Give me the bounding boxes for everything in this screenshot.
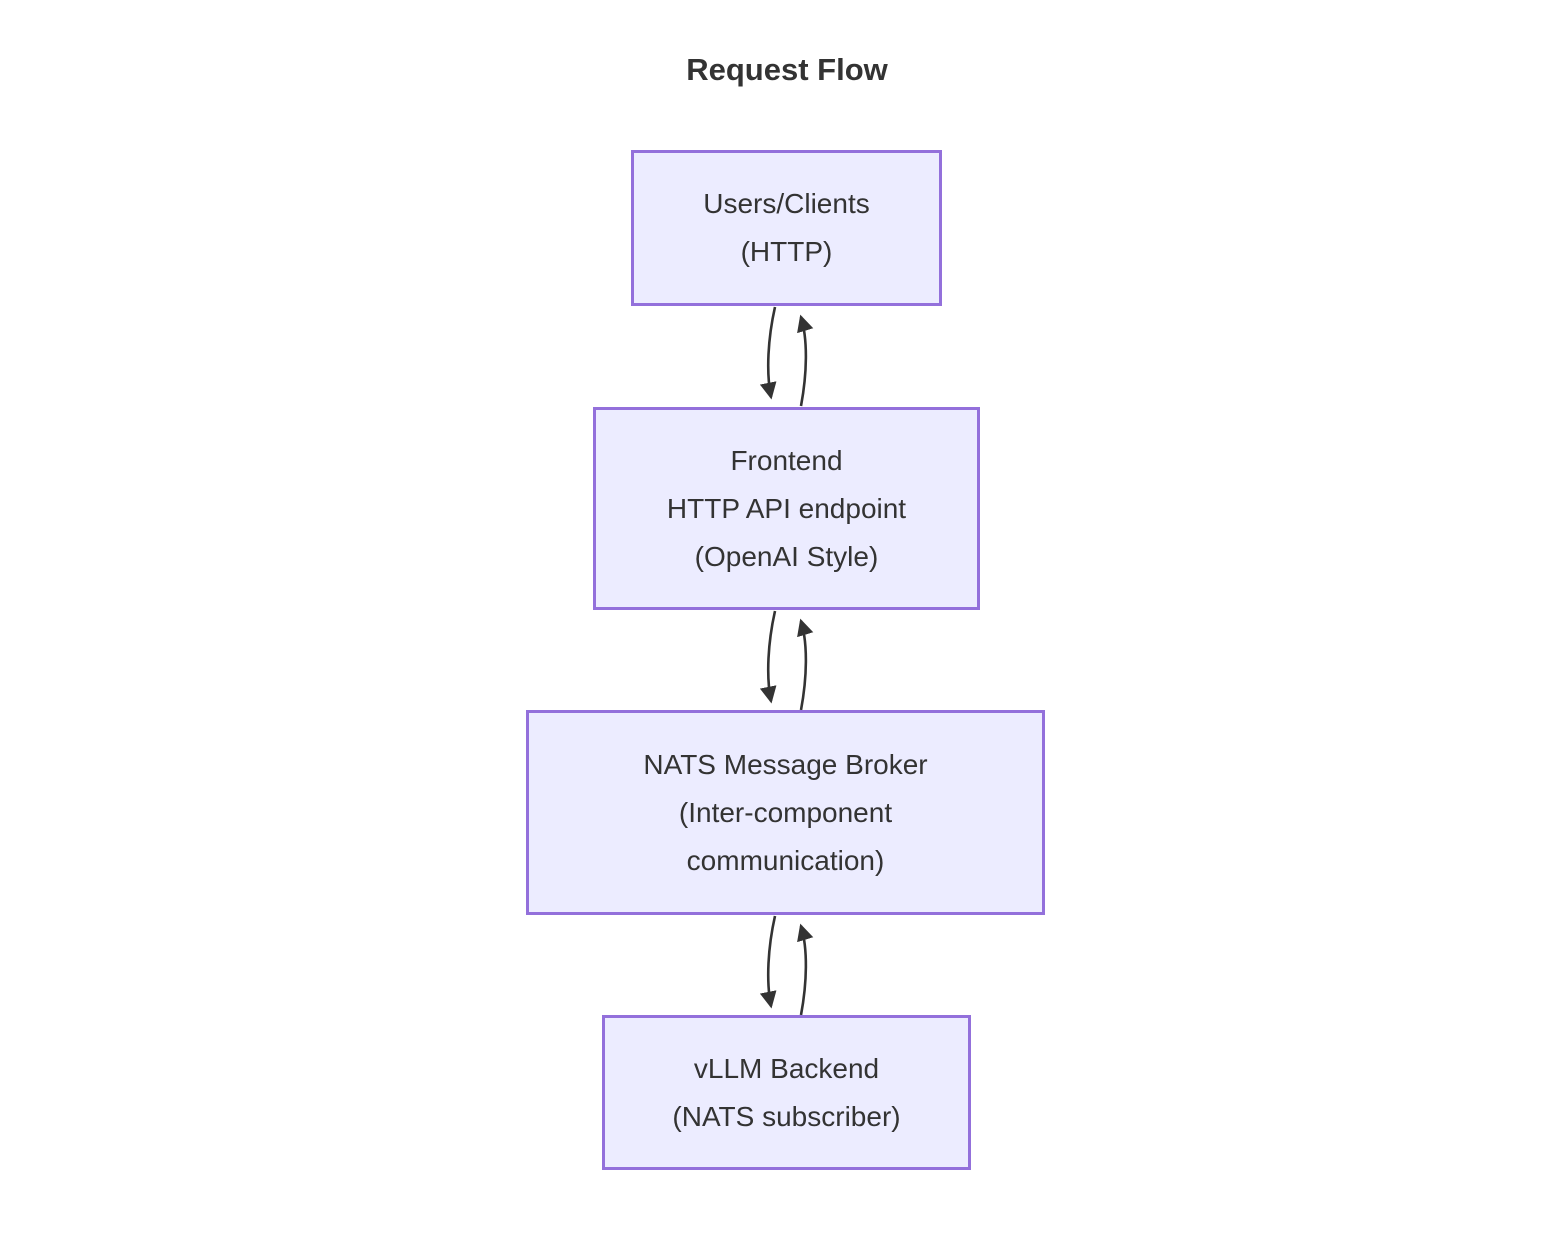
- node-nats-message-broker: NATS Message Broker (Inter-component com…: [526, 710, 1045, 915]
- node-label-line: HTTP API endpoint: [666, 492, 907, 524]
- node-label-line: (OpenAI Style): [694, 540, 879, 572]
- diagram-title: Request Flow: [686, 52, 888, 87]
- node-label-line: communication): [686, 844, 885, 876]
- edge-users-to-frontend: [759, 306, 777, 400]
- node-label-line: Users/Clients: [703, 188, 870, 219]
- node-label-line: Frontend: [730, 444, 843, 476]
- node-label-line: vLLM Backend: [693, 1052, 880, 1084]
- edge-vllm-to-nats: [797, 923, 814, 1016]
- node-frontend-api: Frontend HTTP API endpoint (OpenAI Style…: [593, 407, 980, 610]
- node-label-line: NATS Message Broker: [643, 748, 928, 780]
- node-label-line: (NATS subscriber): [672, 1100, 901, 1132]
- edge-nats-to-frontend: [797, 618, 814, 711]
- node-label-line: (Inter-component: [678, 796, 893, 828]
- edge-frontend-to-nats: [759, 610, 777, 704]
- node-label-line: (HTTP): [740, 236, 833, 267]
- edge-frontend-to-users: [797, 314, 814, 407]
- node-vllm-backend: vLLM Backend (NATS subscriber): [602, 1015, 971, 1170]
- node-users-clients: Users/Clients (HTTP): [631, 150, 942, 306]
- edge-nats-to-vllm: [759, 915, 777, 1009]
